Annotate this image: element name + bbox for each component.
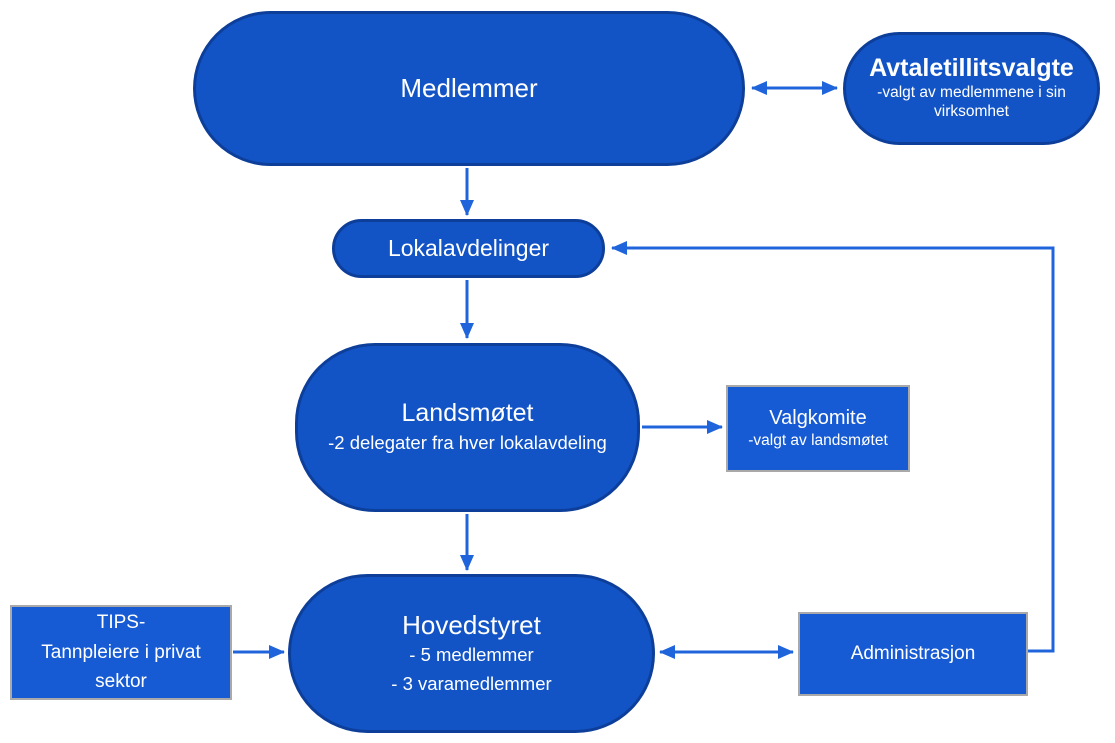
node-landsmotet-subtitle: -2 delegater fra hver lokalavdeling: [328, 431, 607, 453]
node-avtaletillitsvalgte-title: Avtaletillitsvalgte: [869, 54, 1074, 83]
node-administrasjon: Administrasjon: [798, 612, 1028, 696]
node-avtaletillitsvalgte-subtitle: -valgt av medlemmene i sin virksomhet: [877, 83, 1066, 121]
node-hovedstyret: Hovedstyret - 5 medlemmer - 3 varamedlem…: [288, 574, 655, 733]
node-landsmotet-title: Landsmøtet: [401, 398, 534, 427]
node-lokalavdelinger: Lokalavdelinger: [332, 219, 605, 278]
node-hovedstyret-line2: - 3 varamedlemmer: [391, 672, 552, 694]
node-lokalavdelinger-title: Lokalavdelinger: [387, 235, 550, 262]
node-medlemmer: Medlemmer: [193, 11, 745, 166]
node-landsmotet: Landsmøtet -2 delegater fra hver lokalav…: [295, 343, 640, 512]
node-tips-line2: Tannpleiere i privat: [41, 641, 201, 663]
node-hovedstyret-title: Hovedstyret: [402, 609, 541, 640]
node-tips: TIPS- Tannpleiere i privat sektor: [10, 605, 232, 700]
node-valgkomite-title: Valgkomite: [769, 407, 867, 430]
node-valgkomite: Valgkomite -valgt av landsmøtet: [726, 385, 910, 472]
node-avtaletillitsvalgte: Avtaletillitsvalgte -valgt av medlemmene…: [843, 32, 1100, 145]
node-administrasjon-title: Administrasjon: [850, 643, 976, 665]
node-tips-line1: TIPS-: [96, 612, 146, 634]
node-tips-line3: sektor: [95, 671, 147, 693]
node-medlemmer-title: Medlemmer: [400, 73, 538, 104]
node-valgkomite-subtitle: -valgt av landsmøtet: [748, 432, 888, 450]
node-hovedstyret-line1: - 5 medlemmer: [409, 644, 534, 666]
